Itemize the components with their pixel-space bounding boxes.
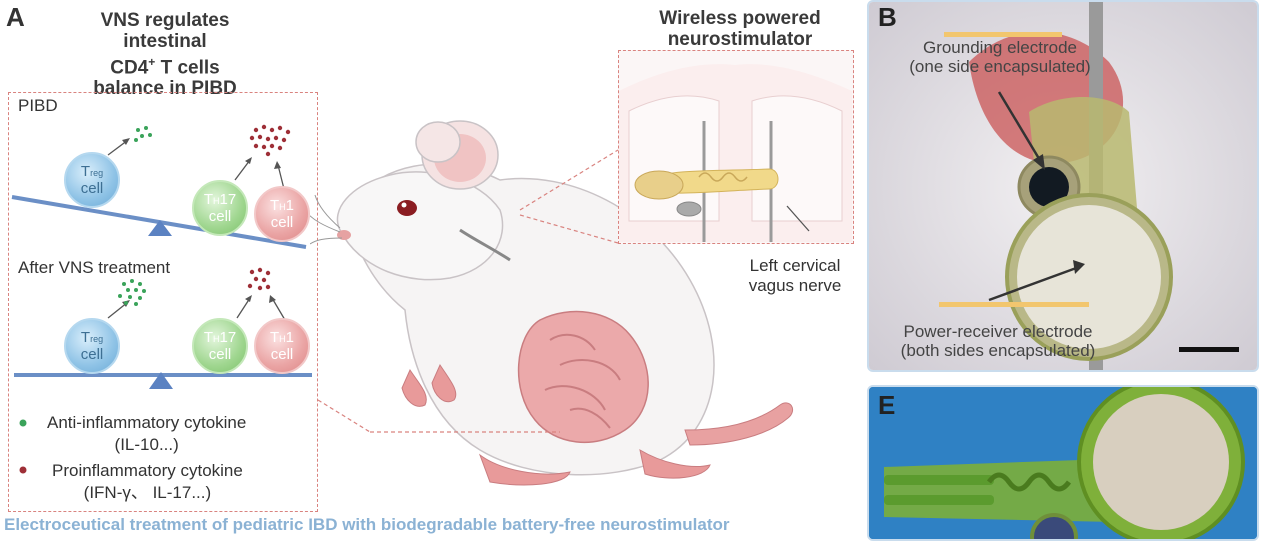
- device-stem: [884, 459, 1114, 522]
- seesaw-fulcrum-pibd: [148, 220, 172, 236]
- panel-a-letter: A: [6, 2, 25, 32]
- title-line-3: CD4+ T cells: [110, 55, 220, 79]
- panel-b-photo-drawing: [869, 2, 1257, 370]
- legend-anti: Anti-inflammatory cytokine (IL-10...): [47, 413, 247, 454]
- power-receiver-label: Power-receiver electrode (both sides enc…: [900, 322, 1096, 360]
- vagus-nerve-label: Left cervical vagus nerve: [748, 256, 842, 295]
- panel-e-letter: E: [878, 390, 896, 420]
- arrow-th1-after: [271, 297, 286, 321]
- stimulator-inset-box: [618, 50, 854, 244]
- tcell-balance-graphics: [11, 124, 312, 474]
- panel-a-title: VNS regulates intestinal CD4+ T cells ba…: [60, 10, 270, 99]
- rat-nose: [337, 230, 351, 240]
- seesaw-fulcrum-after: [149, 372, 173, 389]
- power-receiver-electrode: [1017, 205, 1161, 349]
- title-line-1: VNS regulates: [100, 10, 230, 31]
- th17-cell-after: TH17 cell: [192, 318, 248, 374]
- after-vns-label: After VNS treatment: [18, 258, 171, 277]
- rat-front-paw: [401, 368, 427, 407]
- rat-ear-left: [415, 121, 461, 163]
- title-line-2: intestinal: [123, 31, 207, 52]
- rat-implant-lead: [459, 228, 511, 262]
- th1-cell-after: TH1 cell: [254, 318, 310, 374]
- panel-e-photo-drawing: [869, 387, 1257, 539]
- treg-cell-after: Treg cell: [64, 318, 120, 374]
- rat-tail: [684, 402, 793, 446]
- pro-cytokine-dots-after: [247, 267, 271, 291]
- th17-cell-pibd: TH17 cell: [192, 180, 248, 236]
- rat-whiskers: [310, 194, 343, 245]
- panel-b-photo: [867, 0, 1259, 372]
- arrow-th17-pibd: [234, 159, 251, 181]
- pibd-label: PIBD: [18, 96, 58, 115]
- grounding-electrode-label: Grounding electrode (one side encapsulat…: [909, 38, 1091, 76]
- pro-cytokine-dots-pibd: [249, 124, 291, 157]
- treg-cell-pibd: Treg cell: [64, 152, 120, 208]
- tcell-balance-box: [8, 92, 318, 512]
- grounding-electrode: [1029, 167, 1069, 207]
- stimulator-title: Wireless powered neurostimulator: [659, 8, 821, 50]
- legend-pro-dot: [19, 466, 27, 474]
- title-line-4: balance in PIBD: [93, 78, 237, 100]
- legend-pro: Proinflammatory cytokine (IFN-γ、 IL-17..…: [52, 461, 243, 502]
- legend-anti-dot: [19, 419, 27, 427]
- anti-cytokine-dots-after: [118, 279, 146, 306]
- rat-head: [336, 171, 504, 281]
- grounding-disc: [1030, 513, 1078, 539]
- power-receiver-disc: [1093, 394, 1229, 530]
- rat-hind-foot: [478, 453, 571, 486]
- th1-cell-pibd: TH1 cell: [254, 186, 310, 242]
- anti-cytokine-dots-pibd: [134, 126, 152, 142]
- stimulator-inset-drawing: [619, 64, 852, 242]
- rat-intestines: [517, 310, 649, 443]
- arrow-th17-after: [236, 297, 251, 319]
- panel-b-letter: B: [878, 2, 897, 32]
- figure-caption: Electroceutical treatment of pediatric I…: [4, 515, 730, 534]
- scale-bar: [1179, 347, 1239, 352]
- panel-e-photo: [867, 385, 1259, 541]
